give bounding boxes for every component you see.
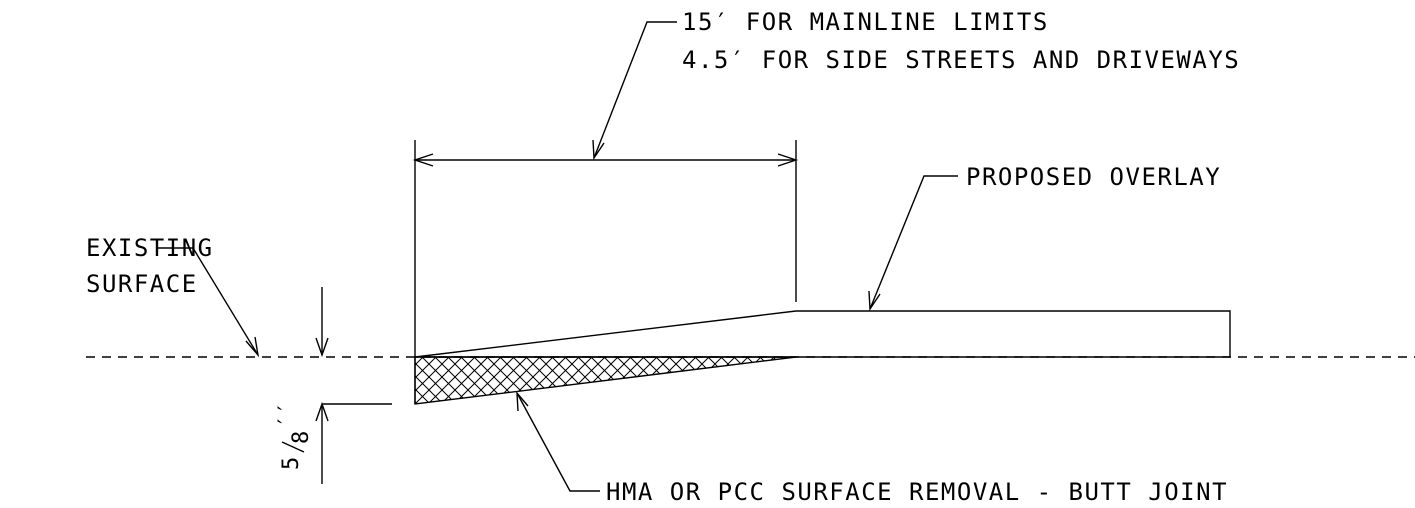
proposed-overlay-label: PROPOSED OVERLAY bbox=[966, 163, 1221, 191]
width-dimension bbox=[412, 153, 799, 167]
width-label-line2: 4.5′ FOR SIDE STREETS AND DRIVEWAYS bbox=[682, 46, 1240, 74]
overlay-leader bbox=[868, 175, 958, 312]
svg-text:5: 5 bbox=[279, 457, 304, 470]
existing-surface-leader bbox=[158, 247, 260, 358]
width-leader bbox=[592, 21, 677, 161]
width-label-line1: 15′ FOR MAINLINE LIMITS bbox=[682, 8, 1049, 36]
existing-surface-label-line2: SURFACE bbox=[86, 270, 198, 298]
removal-label: HMA OR PCC SURFACE REMOVAL - BUTT JOINT bbox=[606, 478, 1228, 506]
svg-text:′′: ′′ bbox=[275, 402, 300, 429]
proposed-overlay-shape bbox=[414, 310, 1231, 358]
existing-surface-label-line1: EXISTING bbox=[86, 234, 214, 262]
depth-label: 5 8 ′′ bbox=[275, 402, 314, 471]
removal-leader bbox=[516, 390, 600, 492]
svg-text:8: 8 bbox=[289, 431, 314, 444]
removal-wedge bbox=[414, 356, 797, 405]
depth-dimension bbox=[315, 287, 392, 484]
